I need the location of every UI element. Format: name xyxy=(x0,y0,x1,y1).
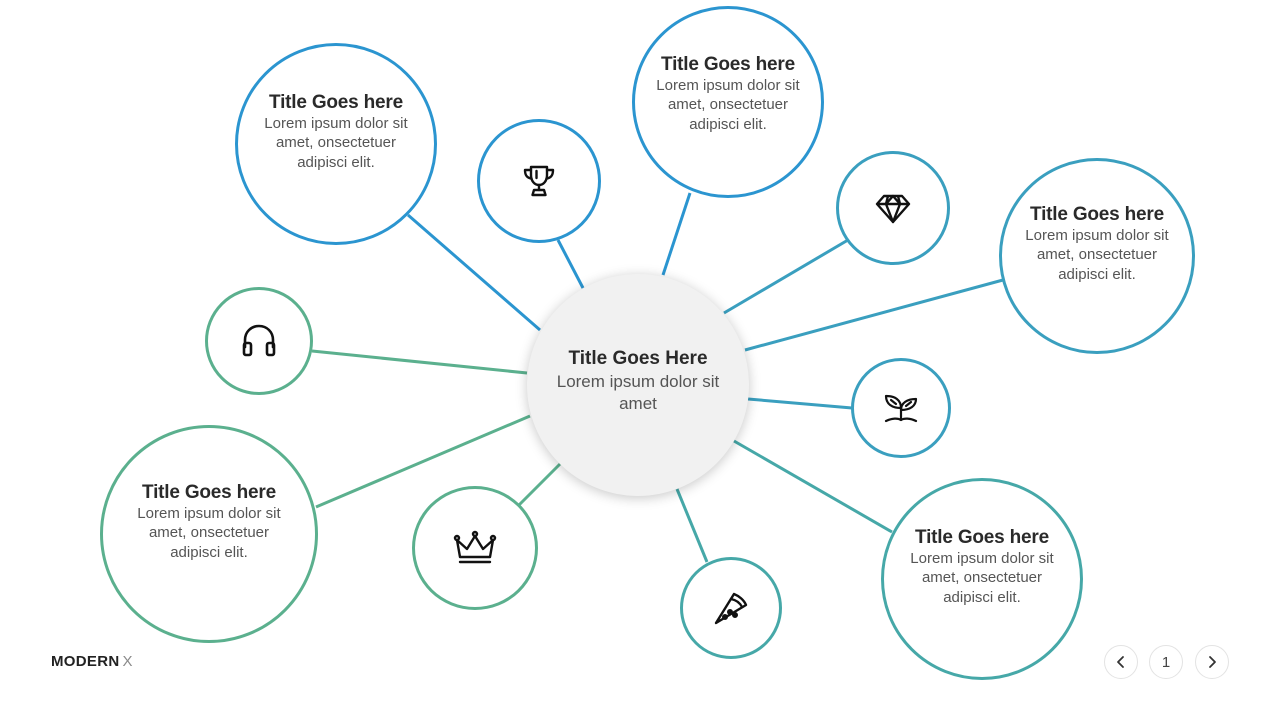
next-slide-button[interactable] xyxy=(1195,645,1229,679)
icon-node xyxy=(836,151,950,265)
crown-icon xyxy=(453,530,497,564)
node-title: Title Goes here xyxy=(661,53,795,75)
node-body: Lorem ipsum dolor sit amet, onsectetuer … xyxy=(1025,226,1169,283)
headphones-icon xyxy=(242,324,276,357)
center-node: Title Goes Here Lorem ipsum dolor sit am… xyxy=(527,274,749,496)
connector-line xyxy=(556,239,585,289)
connector-line xyxy=(407,213,541,332)
page-number: 1 xyxy=(1149,645,1183,679)
node-body: Lorem ipsum dolor sit amet, onsectetuer … xyxy=(910,549,1054,606)
sprout-icon xyxy=(884,394,918,423)
connector-line xyxy=(675,488,709,563)
page-number-label: 1 xyxy=(1161,653,1171,671)
icon-node xyxy=(477,119,601,243)
connector-line xyxy=(311,349,528,375)
text-node: Title Goes here Lorem ipsum dolor sit am… xyxy=(235,43,437,245)
trophy-icon xyxy=(523,165,555,197)
connector-line xyxy=(747,397,853,410)
connector-line xyxy=(733,439,893,534)
connector-line xyxy=(661,192,692,276)
chevron-left-icon xyxy=(1117,656,1124,668)
node-body: Lorem ipsum dolor sit amet, onsectetuer … xyxy=(264,114,408,171)
diamond-icon xyxy=(875,194,911,224)
chevron-right-icon xyxy=(1209,656,1216,668)
icon-node xyxy=(205,287,313,395)
connector-line xyxy=(723,238,849,315)
icon-node xyxy=(680,557,782,659)
pizza-slice-icon xyxy=(714,592,748,625)
node-title: Title Goes here xyxy=(269,91,403,113)
node-title: Title Goes here xyxy=(1030,203,1164,225)
text-node: Title Goes here Lorem ipsum dolor sit am… xyxy=(999,158,1195,354)
text-node: Title Goes here Lorem ipsum dolor sit am… xyxy=(881,478,1083,680)
center-title: Title Goes Here xyxy=(568,348,708,369)
connector-line xyxy=(315,414,531,509)
node-body: Lorem ipsum dolor sit amet, onsectetuer … xyxy=(656,76,800,133)
icon-node xyxy=(851,358,951,458)
text-node: Title Goes here Lorem ipsum dolor sit am… xyxy=(100,425,318,643)
connector-line xyxy=(516,462,562,508)
brand-bold: MODERN xyxy=(51,653,120,670)
center-body: Lorem ipsum dolor sit amet xyxy=(556,372,720,413)
node-title: Title Goes here xyxy=(142,481,276,503)
brand-light: X xyxy=(122,653,133,670)
text-node: Title Goes here Lorem ipsum dolor sit am… xyxy=(632,6,824,198)
icon-node xyxy=(412,486,538,610)
connector-line xyxy=(744,278,1004,352)
prev-slide-button[interactable] xyxy=(1104,645,1138,679)
node-body: Lorem ipsum dolor sit amet, onsectetuer … xyxy=(137,504,281,561)
node-title: Title Goes here xyxy=(915,526,1049,548)
